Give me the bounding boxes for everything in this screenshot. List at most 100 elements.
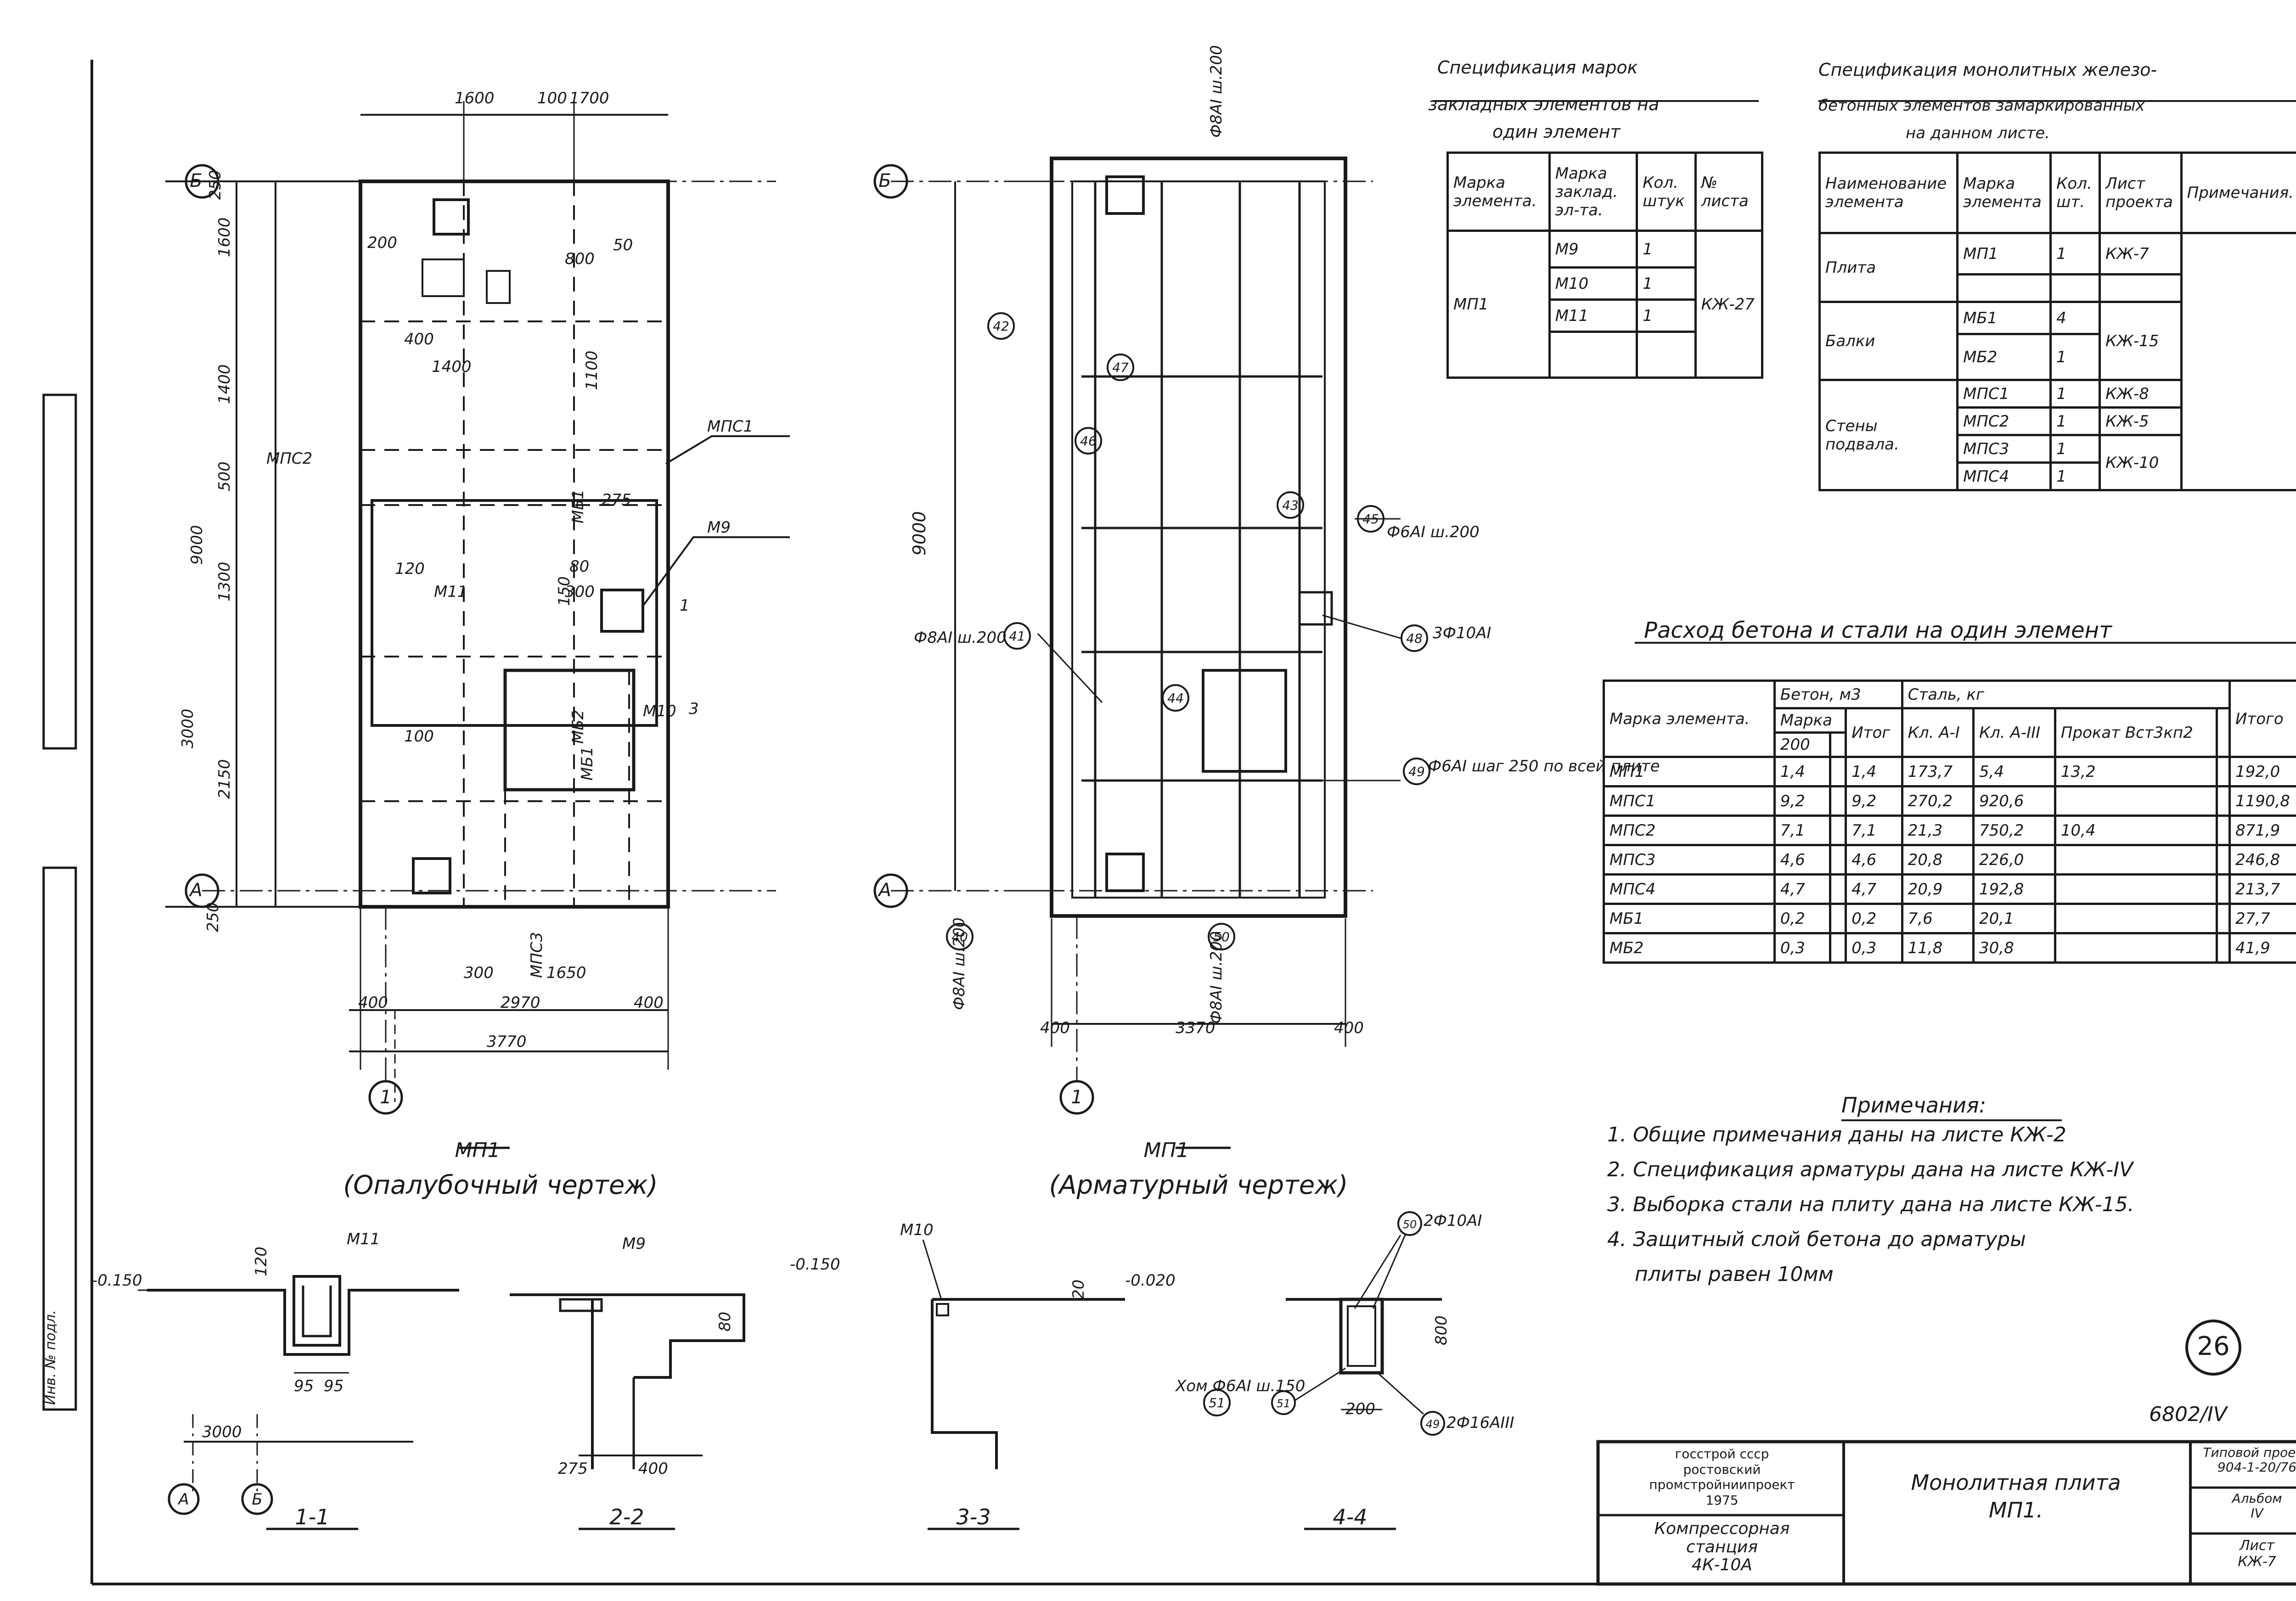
spec-marks-sheet: КЖ-27 xyxy=(1695,231,1762,378)
cons-cell-mark: МПС2 xyxy=(1604,816,1775,845)
org-line: госстрой ссср xyxy=(1607,1446,1837,1462)
cons-h-a3: Кл. А-III xyxy=(1974,708,2055,757)
project-number: 904-1-20/76 xyxy=(2195,1460,2296,1475)
formwork-dim-left-1400: 1400 xyxy=(215,364,234,404)
spec-mono-row-qty: 1 xyxy=(2051,408,2100,435)
rebar-dim-9000: 9000 xyxy=(909,511,929,556)
spec-marks-title-2: закладных элементов на xyxy=(1428,94,1659,114)
cons-cell-mark: МП1 xyxy=(1604,757,1775,786)
spec-mono-row-qty: 1 xyxy=(2051,380,2100,408)
axis-1-label-formwork: 1 xyxy=(380,1087,391,1108)
cons-h-roll: Прокат Вст3кп2 xyxy=(2055,708,2217,757)
cons-cell-total: 1190,8 xyxy=(2229,786,2296,816)
left-stamp-box-1 xyxy=(44,395,76,748)
formwork-label-400: 400 xyxy=(404,330,434,348)
section33-dim-20: 20 xyxy=(1069,1280,1088,1299)
opening-small-1 xyxy=(422,259,464,296)
rebar-callout-42: Ф8АI ш.200 xyxy=(1207,45,1226,138)
formwork-outline xyxy=(360,181,668,907)
rebar-bubble-label: 43 xyxy=(1282,498,1299,513)
formwork-label-150: 150 xyxy=(555,576,574,606)
cons-cell-empty xyxy=(1830,933,1846,963)
cons-cell-empty xyxy=(2217,904,2229,933)
cons-cell-mark: МБ2 xyxy=(1604,933,1775,963)
formwork-dim-bottom-300: 300 xyxy=(464,964,494,982)
section44-dim-800: 800 xyxy=(1432,1315,1451,1345)
cons-cell-empty xyxy=(1830,875,1846,904)
section-3-3 xyxy=(923,1240,1125,1529)
rebar-dim-400a: 400 xyxy=(1040,1019,1070,1037)
cons-cell-total: 27,7 xyxy=(2229,904,2296,933)
axis-b-label-formwork: Б xyxy=(190,170,202,191)
cons-cell-c200: 4,7 xyxy=(1774,875,1830,904)
section22-dim-275: 275 xyxy=(558,1460,588,1478)
spec-mono-title-2: бетонных элементов замаркированных xyxy=(1818,96,2145,115)
notes-title: Примечания: xyxy=(1841,1093,1986,1118)
spec-mono-row-sheet: КЖ-7 xyxy=(2100,233,2182,275)
spec-marks-item-qty: 1 xyxy=(1637,300,1695,332)
spec-marks-title-3: один элемент xyxy=(1492,122,1621,142)
section44-bubble-49: 49 xyxy=(1426,1418,1440,1431)
title-block-object: Компрессорная станция 4К-10А xyxy=(1607,1520,1837,1574)
section11-dim-120: 120 xyxy=(252,1247,270,1276)
axis-a-label-formwork: А xyxy=(188,880,202,901)
formwork-label-mb1-a: МБ1 xyxy=(569,489,587,523)
spec-mono-row-mark: МПС4 xyxy=(1958,463,2051,490)
formwork-label-m11: М11 xyxy=(434,583,467,601)
spec-mono-empty xyxy=(2100,275,2182,302)
section22-dim-400: 400 xyxy=(638,1460,668,1478)
cons-cell-ctotal: 7,1 xyxy=(1846,816,1902,845)
spec-marks-h-embed: Марка заклад. эл-та. xyxy=(1549,153,1637,231)
section-4-4 xyxy=(1272,1212,1444,1529)
cons-cell-empty xyxy=(1830,904,1846,933)
section44-callout-bottom: 2Ф16АIII xyxy=(1446,1414,1514,1432)
section11-label: 1-1 xyxy=(295,1505,329,1529)
title-block-name: Монолитная плита МП1. xyxy=(1855,1469,2177,1524)
formwork-dim-left-2150: 2150 xyxy=(215,759,234,799)
rebar-bubble-label: 44 xyxy=(1167,691,1184,706)
note-item: 2. Спецификация арматуры дана на листе К… xyxy=(1607,1160,2134,1195)
title-block-project: Типовой проект 904-1-20/76 xyxy=(2195,1445,2296,1475)
cons-cell-ctotal: 0,3 xyxy=(1846,933,1902,963)
album-label: Альбом xyxy=(2195,1491,2296,1506)
spec-mono-row-qty: 1 xyxy=(2051,463,2100,490)
cons-cell-mark: МПС4 xyxy=(1604,875,1775,904)
spec-marks-h-element: Марка элемента. xyxy=(1448,153,1550,231)
rebar-bubble-label: 42 xyxy=(993,319,1009,334)
formwork-label-800: 800 xyxy=(565,250,595,268)
spec-marks-h-sheet: № листа xyxy=(1695,153,1762,231)
note-item: 1. Общие примечания даны на листе КЖ-2 xyxy=(1607,1125,2134,1160)
formwork-dim-left-9000: 9000 xyxy=(188,525,206,565)
section11-dim-3000: 3000 xyxy=(202,1423,242,1441)
formwork-label-275: 275 xyxy=(602,491,631,509)
object-line: 4К-10А xyxy=(1607,1556,1837,1574)
rebar-dim-400b: 400 xyxy=(1334,1019,1364,1037)
formwork-label-120: 120 xyxy=(395,560,425,578)
cons-cell-empty xyxy=(1830,816,1846,845)
spec-mono-group-name: Балки xyxy=(1820,302,1958,380)
object-line: станция xyxy=(1607,1538,1837,1556)
spec-mono-h-notes: Примечания. xyxy=(2181,153,2296,233)
cons-cell-a3: 5,4 xyxy=(1974,757,2055,786)
org-line: ростовский xyxy=(1607,1462,1837,1477)
spec-marks-item-mark: М10 xyxy=(1549,268,1637,300)
rebar-mark-title: МП1 xyxy=(1143,1139,1189,1162)
org-line: 1975 xyxy=(1607,1493,1837,1508)
rebar-bubble-label: 46 xyxy=(1080,433,1097,449)
spec-mono-row-qty: 1 xyxy=(2051,233,2100,275)
cons-cell-empty xyxy=(2217,845,2229,875)
cons-cell-a1: 20,9 xyxy=(1902,875,1973,904)
spec-mono-row-mark: МПС1 xyxy=(1958,380,2051,408)
cons-h-empty xyxy=(2217,708,2229,757)
section-2-2 xyxy=(510,1295,744,1529)
spec-mono-row-qty: 1 xyxy=(2051,334,2100,380)
cons-cell-ctotal: 4,6 xyxy=(1846,845,1902,875)
formwork-label-1400: 1400 xyxy=(432,358,472,376)
formwork-dim-left-500: 500 xyxy=(215,461,234,491)
spec-marks-table: Марка элемента. Марка заклад. эл-та. Кол… xyxy=(1446,152,1763,379)
cons-cell-a1: 21,3 xyxy=(1902,816,1973,845)
cons-cell-mark: МПС3 xyxy=(1604,845,1775,875)
